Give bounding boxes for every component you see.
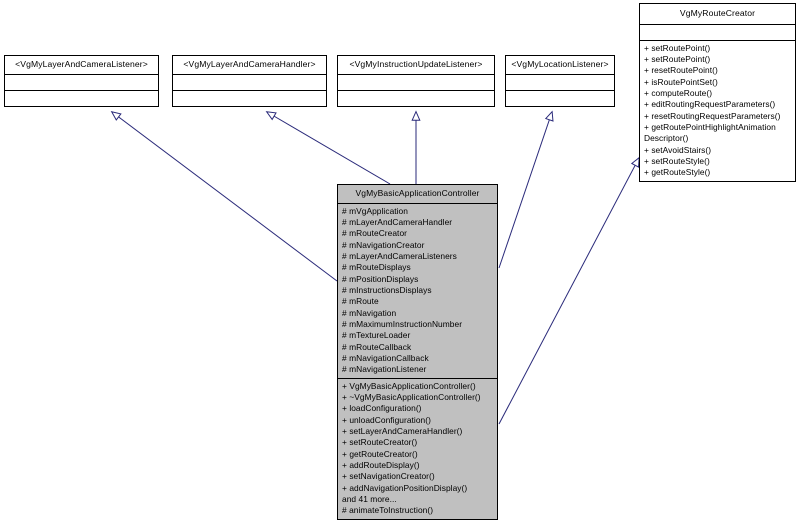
edge-to-layer-camera-listener xyxy=(110,111,338,282)
operation-item: + ~VgMyBasicApplicationController() xyxy=(342,392,481,402)
operations-compartment xyxy=(338,91,494,106)
attributes-compartment xyxy=(5,75,158,90)
operation-item: + setAvoidStairs() xyxy=(644,144,712,155)
attribute-item: # mNavigationCreator xyxy=(342,239,425,250)
compartment-divider xyxy=(173,89,326,91)
operation-item: + getRoutePointHighlightAnimation Descri… xyxy=(644,122,776,144)
class-box-layer-and-camera-listener[interactable]: <VgMyLayerAndCameraListener> xyxy=(4,55,159,107)
compartment-divider xyxy=(506,89,614,91)
operations-compartment xyxy=(173,91,326,106)
operation-item: + isRoutePointSet() xyxy=(644,76,718,87)
compartment-divider xyxy=(338,89,494,91)
compartment-divider xyxy=(338,202,497,204)
operations-compartment: + setRoutePoint() + setRoutePoint() + re… xyxy=(640,41,795,181)
attribute-item: # mInstructionsDisplays xyxy=(342,284,432,295)
attribute-item: # mNavigation xyxy=(342,307,397,318)
class-name-layer-and-camera-handler: <VgMyLayerAndCameraHandler> xyxy=(183,59,316,69)
attribute-item: # mLayerAndCameraHandler xyxy=(342,216,453,227)
attributes-compartment: # mVgApplication # mLayerAndCameraHandle… xyxy=(338,204,497,378)
compartment-divider xyxy=(5,89,158,91)
operation-item: + addRouteDisplay() xyxy=(342,460,420,471)
compartment-divider xyxy=(173,73,326,75)
class-name-location-listener: <VgMyLocationListener> xyxy=(511,59,609,69)
operation-item: + setRoutePoint() xyxy=(644,53,711,64)
operation-item: + resetRoutePoint() xyxy=(644,65,718,76)
edge-to-route-creator xyxy=(498,156,640,425)
attribute-item: # mRoute xyxy=(342,296,379,307)
class-name-instruction-update-listener: <VgMyInstructionUpdateListener> xyxy=(349,59,483,69)
operation-item: + getRouteCreator() xyxy=(342,448,418,459)
attribute-item: # mNavigationCallback xyxy=(342,352,429,363)
operation-item: + resetRoutingRequestParameters() xyxy=(644,110,781,121)
compartment-divider xyxy=(640,39,795,41)
operation-item: + getRouteStyle() xyxy=(644,167,711,178)
attribute-item: # mRouteDisplays xyxy=(342,262,411,273)
operation-item: + setNavigationCreator() xyxy=(342,471,435,482)
class-box-layer-and-camera-handler[interactable]: <VgMyLayerAndCameraHandler> xyxy=(172,55,327,107)
attribute-item: # mPositionDisplays xyxy=(342,273,419,284)
class-name-route-creator: VgMyRouteCreator xyxy=(679,8,756,18)
operation-item: + setLayerAndCameraHandler() xyxy=(342,426,463,437)
attribute-item: # mTextureLoader xyxy=(342,330,411,341)
edge-to-layer-camera-handler xyxy=(265,111,391,185)
operation-item: + VgMyBasicApplicationController() xyxy=(342,380,476,391)
operations-more-label: and 41 more... xyxy=(342,494,397,505)
compartment-divider xyxy=(640,23,795,25)
attribute-item: # mNavigationListener xyxy=(342,364,427,375)
compartment-divider xyxy=(338,377,497,379)
class-name-basic-application-controller: VgMyBasicApplicationController xyxy=(355,188,480,198)
operations-compartment xyxy=(506,91,614,106)
operation-item: + setRouteStyle() xyxy=(644,156,710,167)
attributes-compartment xyxy=(640,25,795,40)
operations-compartment xyxy=(5,91,158,106)
operation-item: + editRoutingRequestParameters() xyxy=(644,99,776,110)
compartment-divider xyxy=(506,73,614,75)
attribute-item: # mRouteCreator xyxy=(342,228,407,239)
edge-to-location-listener xyxy=(498,110,554,269)
operation-item: + setRouteCreator() xyxy=(342,437,418,448)
compartment-divider xyxy=(338,73,494,75)
class-box-location-listener[interactable]: <VgMyLocationListener> xyxy=(505,55,615,107)
attribute-item: # mLayerAndCameraListeners xyxy=(342,250,457,261)
attribute-item: # mVgApplication xyxy=(342,205,408,216)
diagram-canvas: <VgMyLayerAndCameraListener> <VgMyLayerA… xyxy=(4,3,796,520)
operation-item: + addNavigationPositionDisplay() xyxy=(342,482,468,493)
operations-compartment: + VgMyBasicApplicationController() + ~Vg… xyxy=(338,379,497,519)
attributes-compartment xyxy=(338,75,494,90)
class-box-instruction-update-listener[interactable]: <VgMyInstructionUpdateListener> xyxy=(337,55,495,107)
operation-item: + computeRoute() xyxy=(644,87,713,98)
class-name-layer-and-camera-listener: <VgMyLayerAndCameraListener> xyxy=(15,59,148,69)
class-box-basic-application-controller[interactable]: VgMyBasicApplicationController # mVgAppl… xyxy=(337,184,498,520)
operation-item: + setRoutePoint() xyxy=(644,42,711,53)
compartment-divider xyxy=(5,73,158,75)
class-box-route-creator[interactable]: VgMyRouteCreator + setRoutePoint() + set… xyxy=(639,3,796,182)
attribute-item: # mRouteCallback xyxy=(342,341,412,352)
attributes-compartment xyxy=(506,75,614,90)
operation-item: + unloadConfiguration() xyxy=(342,414,431,425)
attributes-compartment xyxy=(173,75,326,90)
operation-item: # animateToInstruction() xyxy=(342,505,434,516)
operation-item: + loadConfiguration() xyxy=(342,403,422,414)
attribute-item: # mMaximumInstructionNumber xyxy=(342,318,463,329)
